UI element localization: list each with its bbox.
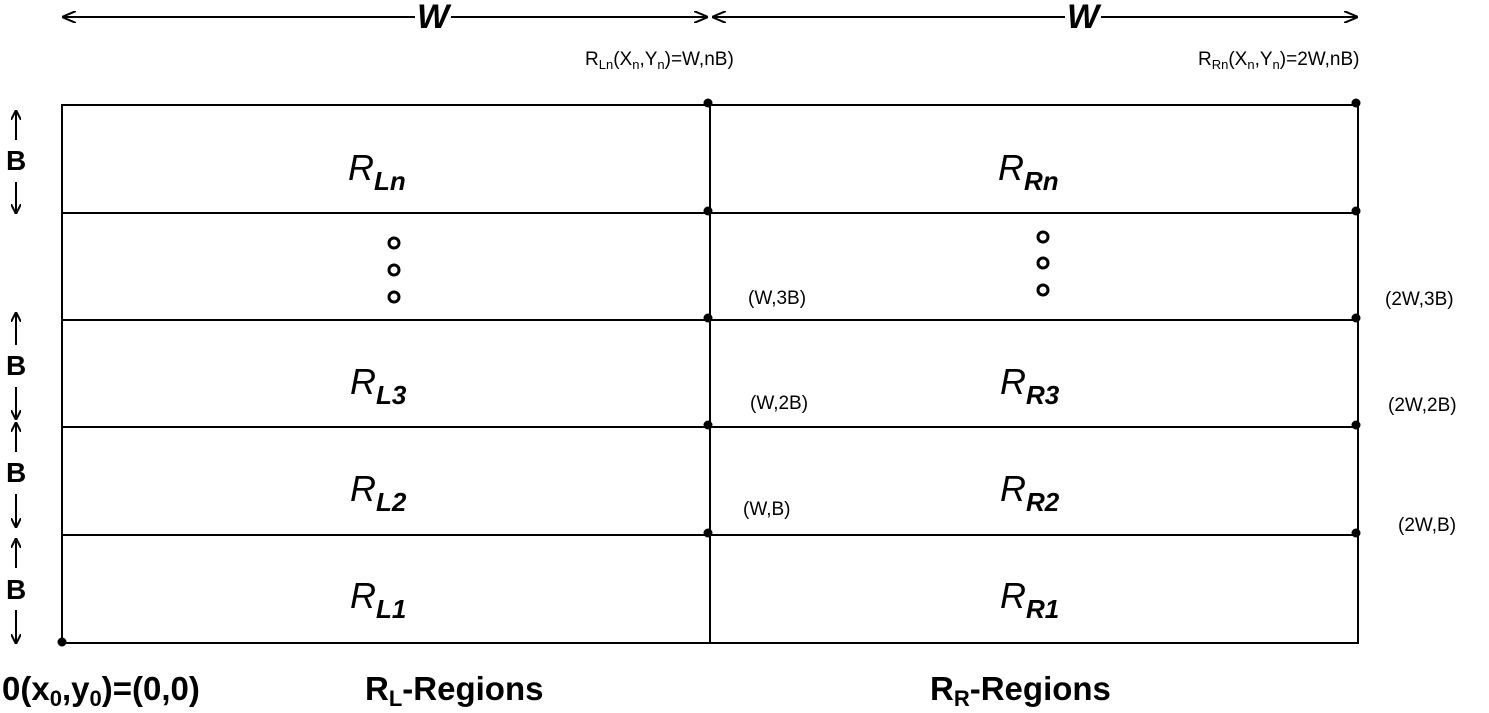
ellipsis-dot xyxy=(387,236,401,250)
ellipsis-dot xyxy=(1036,256,1050,270)
top-right-coordinate: RRn(Xn,Yn)=2W,nB) xyxy=(1198,49,1360,72)
band-label: B xyxy=(6,350,27,381)
ellipsis-dot xyxy=(387,263,401,277)
width-label-right: W xyxy=(1065,0,1102,36)
origin-label: 0(x0,y0)=(0,0) xyxy=(2,670,200,711)
region-label-left-1: RL1 xyxy=(350,575,407,624)
region-label-left-n: RLn xyxy=(348,147,406,196)
origin-dot xyxy=(57,637,67,647)
coord-2w-3b: (2W,3B) xyxy=(1385,289,1454,310)
band-label: B xyxy=(6,457,27,488)
coord-w-2b: (W,2B) xyxy=(750,393,809,414)
region-label-right-1: RR1 xyxy=(1000,575,1060,624)
vertex-dot xyxy=(1351,206,1361,216)
vertex-dot xyxy=(703,98,713,108)
ellipsis-dot xyxy=(1036,230,1050,244)
vertex-dot xyxy=(1351,528,1361,538)
region-label-left-3: RL3 xyxy=(350,361,407,410)
vertex-dot xyxy=(1351,420,1361,430)
vertex-dot xyxy=(703,206,713,216)
vertex-dot xyxy=(703,528,713,538)
width-label-left: W xyxy=(415,0,452,36)
region-label-right-n: RRn xyxy=(998,147,1059,196)
region-label-left-2: RL2 xyxy=(350,468,407,517)
coord-w-3b: (W,3B) xyxy=(748,288,807,309)
vertex-dot xyxy=(1351,313,1361,323)
vertex-dot xyxy=(703,313,713,323)
vertex-dot xyxy=(1351,98,1361,108)
coord-2w-2b: (2W,2B) xyxy=(1388,395,1457,416)
right-regions-caption: RR-Regions xyxy=(930,670,1111,711)
region-label-right-2: RR2 xyxy=(1000,468,1060,517)
region-label-right-3: RR3 xyxy=(1000,361,1060,410)
top-left-coordinate: RLn(Xn,Yn)=W,nB) xyxy=(585,49,734,72)
coord-2w-b: (2W,B) xyxy=(1398,515,1457,536)
coord-w-b: (W,B) xyxy=(743,499,791,520)
vertex-dot xyxy=(703,420,713,430)
band-label: B xyxy=(6,145,27,176)
left-regions-caption: RL-Regions xyxy=(365,670,544,711)
band-label: B xyxy=(6,574,27,605)
ellipsis-dot xyxy=(1036,283,1050,297)
ellipsis-dot xyxy=(387,290,401,304)
